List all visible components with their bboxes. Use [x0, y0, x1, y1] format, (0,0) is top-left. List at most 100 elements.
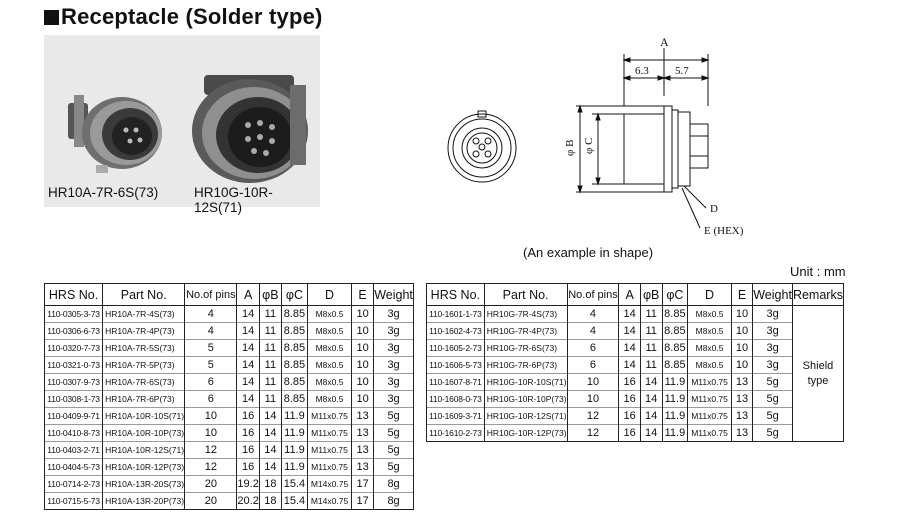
table-cell: 11.9 — [661, 407, 689, 425]
table-cell: 110-1601-1-73 — [426, 305, 485, 323]
column-header: φC — [661, 283, 689, 306]
table-cell: 13 — [351, 407, 375, 425]
table-cell: 110-1608-0-73 — [426, 390, 485, 408]
table-cell: 5g — [373, 424, 414, 442]
table-cell: M8x0.5 — [306, 356, 353, 374]
table-cell: 3g — [373, 339, 414, 357]
column-header: HRS No. — [43, 283, 104, 306]
table-cell: 4 — [184, 322, 238, 340]
column-header: A — [618, 283, 641, 306]
table-cell: M8x0.5 — [687, 322, 732, 340]
table-cell: 10 — [351, 373, 375, 391]
table-cell: 3g — [752, 322, 793, 340]
table-cell: M14x0.75 — [306, 475, 353, 493]
table-cell: 110-0404-5-73 — [43, 458, 104, 476]
table-cell: HR10G-7R-4S(73) — [483, 305, 568, 323]
table-cell: 16 — [618, 390, 641, 408]
table-cell: HR10G-7R-6S(73) — [483, 339, 568, 357]
table-cell: HR10G-10R-10S(71) — [483, 373, 568, 391]
table-cell: 11.9 — [280, 458, 308, 476]
column-header: D — [306, 283, 353, 306]
table-cell: 13 — [351, 424, 375, 442]
dimension-drawing: A 6.3 5.7 φ B φ C D E (HEX) — [447, 35, 744, 237]
table-cell: M11x0.75 — [687, 424, 732, 442]
product-photo: HR10A-7R-6S(73) HR10G-10R-12S(71) — [44, 35, 320, 215]
table-cell: 14 — [236, 339, 260, 357]
table-cell: 10 — [730, 339, 754, 357]
table-cell: 13 — [730, 424, 754, 442]
table-cell: HR10G-10R-12P(73) — [483, 424, 568, 442]
table-cell: 19.2 — [236, 475, 260, 493]
table-cell: 5g — [752, 390, 793, 408]
section-title: Receptacle (Solder type) — [44, 4, 323, 30]
table-cell: 110-0403-2-71 — [43, 441, 104, 459]
table-cell: 16 — [618, 407, 641, 425]
section-title-text: Receptacle (Solder type) — [61, 4, 323, 29]
table-cell: 11.9 — [661, 424, 689, 442]
label-e-hex: E (HEX) — [704, 225, 744, 237]
column-header: φB — [639, 283, 663, 306]
table-cell: 110-1606-5-73 — [426, 356, 485, 374]
table-cell: 6 — [184, 390, 238, 408]
table-cell: 14 — [618, 322, 641, 340]
table-cell: M11x0.75 — [306, 424, 353, 442]
table-cell: 8.85 — [661, 339, 689, 357]
table-cell: 14 — [236, 305, 260, 323]
label-d: D — [710, 203, 718, 215]
table-cell: 8.85 — [280, 305, 308, 323]
table-cell: 20 — [184, 492, 238, 510]
table-cell: M8x0.5 — [306, 373, 353, 391]
front-view — [447, 110, 517, 183]
table-cell: M8x0.5 — [687, 339, 732, 357]
table-cell: 4 — [566, 305, 620, 323]
table-cell: 14 — [639, 390, 663, 408]
table-cell: 11 — [258, 373, 282, 391]
column-header: E — [351, 283, 375, 306]
table-cell: 14 — [236, 322, 260, 340]
table-cell: 4 — [184, 305, 238, 323]
table-cell: M8x0.5 — [687, 356, 732, 374]
table-cell: HR10A-13R-20P(73) — [102, 492, 186, 510]
table-cell: 8.85 — [661, 305, 689, 323]
table-cell: 10 — [730, 356, 754, 374]
table-cell: 3g — [373, 305, 414, 323]
table-cell: HR10A-13R-20S(73) — [102, 475, 186, 493]
table-cell: 14 — [258, 407, 282, 425]
connector-small-image — [68, 95, 162, 173]
unit-note: Unit : mm — [790, 264, 846, 279]
table-cell: M14x0.75 — [306, 492, 353, 510]
table-cell: M8x0.5 — [687, 305, 732, 323]
table-cell: M8x0.5 — [306, 305, 353, 323]
dim-5-7-label: 5.7 — [675, 65, 689, 77]
table-cell: 3g — [373, 390, 414, 408]
table-cell: 14 — [639, 373, 663, 391]
table-cell: 110-0410-8-73 — [43, 424, 104, 442]
table-cell: M11x0.75 — [306, 407, 353, 425]
table-cell: 18 — [258, 492, 282, 510]
table-cell: 3g — [752, 356, 793, 374]
table-cell: 5g — [752, 373, 793, 391]
table-cell: HR10A-10R-10S(71) — [102, 407, 186, 425]
table-cell: HR10A-7R-5S(73) — [102, 339, 186, 357]
table-cell: 110-0409-9-71 — [43, 407, 104, 425]
table-cell: 3g — [373, 356, 414, 374]
table-cell: 110-1605-2-73 — [426, 339, 485, 357]
table-cell: 5g — [373, 441, 414, 459]
table-cell: 10 — [566, 373, 620, 391]
table-cell: 11 — [639, 339, 663, 357]
table-cell: 5g — [373, 458, 414, 476]
remarks-line-2: type — [807, 374, 829, 387]
column-header: Part No. — [102, 283, 186, 306]
